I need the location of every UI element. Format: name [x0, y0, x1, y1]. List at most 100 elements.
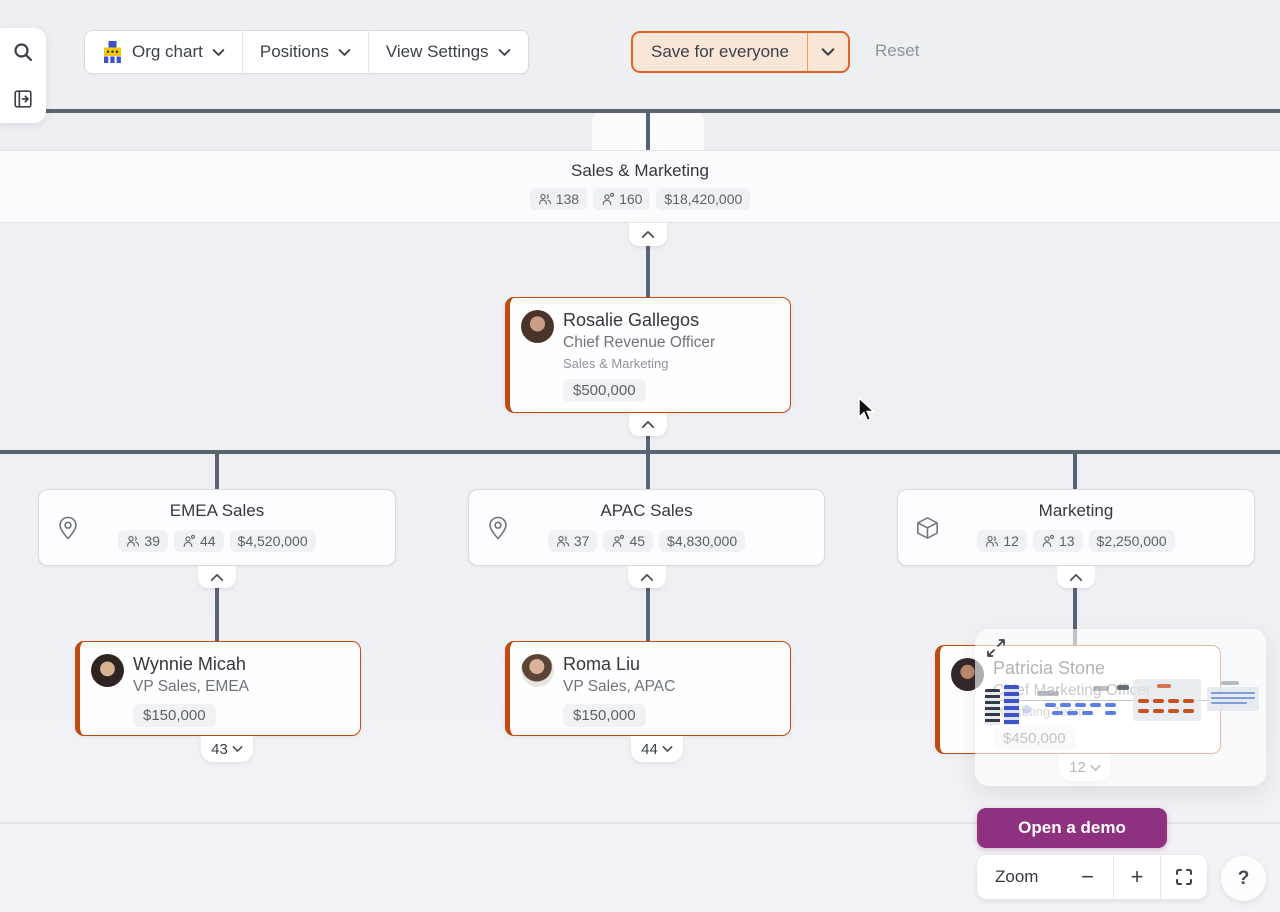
view-settings-menu[interactable]: View Settings: [367, 31, 528, 73]
members-badge: 39: [118, 530, 168, 552]
open-positions-badge: 44: [173, 530, 224, 552]
rail-band-to-manager: [646, 246, 650, 297]
rail-stub-emea: [215, 454, 219, 489]
members-icon: [127, 535, 140, 547]
department-name: APAC Sales: [600, 501, 693, 520]
person-name: Roma Liu: [563, 654, 641, 674]
zoom-out-button[interactable]: −: [1081, 864, 1094, 889]
chevron-up-icon: [1069, 573, 1083, 581]
chevron-down-icon: [498, 48, 510, 56]
hover-preview-overlay[interactable]: [975, 629, 1266, 786]
person-title: VP Sales, EMEA: [133, 678, 250, 695]
org-chart-menu[interactable]: Org chart: [85, 31, 242, 73]
chevron-down-icon: [212, 48, 225, 56]
person-card-roma-liu[interactable]: Roma Liu VP Sales, APAC $150,000: [505, 641, 791, 736]
open-positions-icon: [183, 534, 196, 547]
members-icon: [556, 535, 569, 547]
open-positions-badge: 160: [593, 188, 651, 210]
search-icon: [14, 42, 33, 61]
side-toolbar: [0, 28, 46, 123]
chevron-down-icon: [821, 48, 835, 56]
root-department-name: Sales & Marketing: [571, 161, 709, 180]
cube-icon: [917, 516, 938, 539]
department-card-marketing[interactable]: Marketing 12 13 $2,250,000: [897, 489, 1255, 566]
person-name: Rosalie Gallegos: [563, 310, 700, 330]
open-demo-button[interactable]: Open a demo: [977, 808, 1167, 848]
save-for-everyone-button[interactable]: Save for everyone: [631, 31, 850, 73]
budget-badge: $4,830,000: [659, 530, 746, 552]
avatar: [521, 310, 554, 343]
person-card-wynnie-micah[interactable]: Wynnie Micah VP Sales, EMEA $150,000: [75, 641, 361, 736]
save-button-divider: [806, 33, 808, 71]
reset-button[interactable]: Reset: [875, 41, 920, 60]
collapse-tab-root[interactable]: [629, 223, 667, 246]
rail-emea-lead: [215, 588, 219, 642]
help-button[interactable]: ?: [1221, 856, 1266, 901]
members-icon: [538, 193, 551, 205]
fullscreen-icon: [1176, 869, 1192, 885]
salary-badge: $500,000: [563, 379, 646, 402]
department-card-emea-sales[interactable]: EMEA Sales 39 44 $4,520,000: [38, 489, 396, 566]
chevron-up-icon: [641, 231, 655, 238]
expand-icon[interactable]: [985, 637, 1007, 659]
budget-badge: $4,520,000: [229, 530, 316, 552]
open-positions-badge: 13: [1032, 530, 1083, 552]
rail-apac-lead: [646, 588, 650, 642]
salary-badge: $150,000: [133, 704, 216, 727]
open-positions-badge: 45: [603, 530, 654, 552]
search-button[interactable]: [0, 28, 46, 75]
save-options-button[interactable]: [808, 33, 848, 71]
department-name: Marketing: [1038, 501, 1114, 520]
rail-stub-marketing: [1073, 454, 1077, 489]
zoom-controls: Zoom − +: [977, 855, 1207, 899]
mouse-cursor: [858, 397, 876, 422]
chevron-down-icon: [232, 746, 243, 752]
collapse-tab-marketing[interactable]: [1057, 566, 1095, 588]
person-title: Chief Revenue Officer: [563, 334, 716, 351]
collapse-tab-manager[interactable]: [629, 413, 667, 436]
open-sidebar-button[interactable]: [0, 75, 46, 122]
rail-top: [0, 109, 1280, 113]
open-positions-icon: [1042, 534, 1055, 547]
person-name: Wynnie Micah: [133, 654, 246, 674]
bottom-rail: [0, 822, 1280, 824]
department-card-apac-sales[interactable]: APAC Sales 37 45 $4,830,000: [468, 489, 825, 566]
person-title: VP Sales, APAC: [563, 678, 676, 695]
members-badge: 37: [547, 530, 598, 552]
members-badge: 12: [977, 530, 1027, 552]
collapse-tab-emea[interactable]: [198, 566, 236, 588]
budget-badge: $2,250,000: [1088, 530, 1175, 552]
rail-marketing-lead: [1073, 588, 1077, 646]
panel-open-icon: [14, 89, 32, 108]
expand-tab-wynnie[interactable]: 43: [201, 736, 253, 762]
members-icon: [986, 535, 999, 547]
org-chart-logo-icon: [104, 41, 121, 63]
budget-badge: $18,420,000: [656, 188, 751, 210]
rail-mid: [0, 450, 1280, 454]
chevron-down-icon: [662, 746, 673, 752]
location-pin-icon: [489, 516, 507, 540]
zoom-label: Zoom: [995, 867, 1039, 886]
rail-stub-apac: [646, 454, 650, 489]
positions-menu[interactable]: Positions: [241, 31, 368, 73]
open-positions-icon: [613, 534, 625, 547]
department-name: EMEA Sales: [169, 501, 265, 520]
fullscreen-button[interactable]: [1160, 855, 1207, 899]
location-pin-icon: [59, 516, 77, 540]
chevron-down-icon: [338, 48, 351, 56]
person-card-rosalie-gallegos[interactable]: Rosalie Gallegos Chief Revenue Officer S…: [505, 297, 791, 413]
zoom-in-button[interactable]: +: [1113, 855, 1160, 899]
root-department-band[interactable]: Sales & Marketing 138 160 $18,420,000: [0, 150, 1280, 223]
avatar: [91, 654, 124, 687]
top-menu-bar: Org chart Positions View Settings: [84, 30, 529, 74]
salary-badge: $150,000: [563, 704, 646, 727]
rail-root-stub: [646, 111, 650, 151]
chevron-up-icon: [210, 573, 224, 581]
collapse-tab-apac[interactable]: [628, 566, 666, 588]
open-positions-icon: [602, 192, 615, 205]
chevron-up-icon: [641, 421, 655, 428]
rail-manager-down: [646, 436, 650, 450]
expand-tab-roma[interactable]: 44: [631, 736, 683, 762]
person-department: Sales & Marketing: [563, 356, 669, 371]
